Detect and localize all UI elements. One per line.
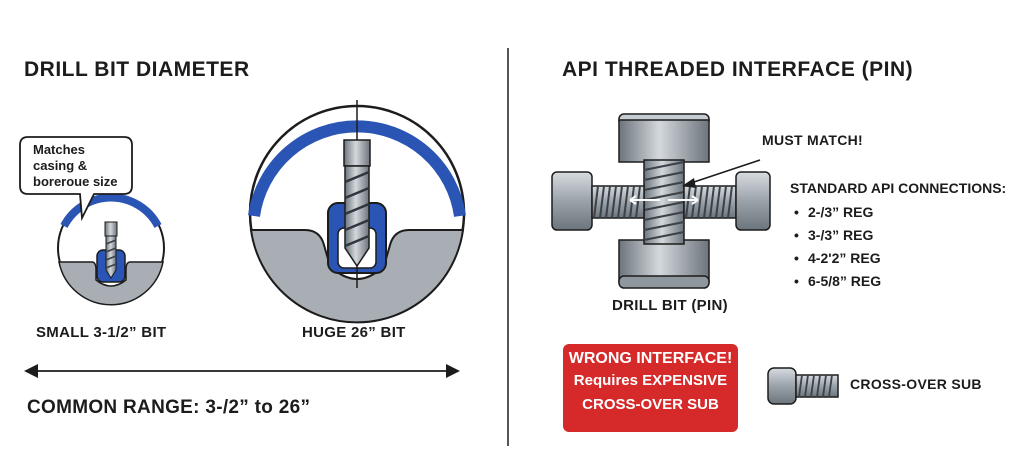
list-item: •2-/3” REG [794,204,874,220]
warning-box: WRONG INTERFACE! Requires EXPENSIVE CROS… [563,344,738,432]
warning-line: Requires EXPENSIVE [573,372,728,389]
callout-line: Matches [33,142,86,157]
callout-line: boreroue size [33,174,118,189]
warning-title: WRONG INTERFACE! [568,350,733,367]
small-bit-label: SMALL 3-1/2” BIT [36,324,167,341]
double-arrow-icon [24,364,460,378]
list-item: •6-5/8” REG [794,273,882,289]
api-connections-title: STANDARD API CONNECTIONS: [790,180,1007,196]
pointer-arrow [682,159,761,188]
right-panel-title: API THREADED INTERFACE (PIN) [562,58,914,81]
range-label: COMMON RANGE: 3-/2” to 26” [27,397,311,418]
drill-bit-icon [104,221,118,279]
callout-line: casing & [33,158,88,173]
left-panel-title: DRILL BIT DIAMETER [24,58,250,81]
huge-bit-label: HUGE 26” BIT [302,324,406,341]
api-connections-list: STANDARD API CONNECTIONS: •2-/3” REG •3-… [790,180,1006,296]
huge-bit-circle [248,100,466,324]
crossover-sub-label: CROSS-OVER SUB [850,376,982,392]
must-match-label: MUST MATCH! [762,132,864,148]
list-item: •3-/3” REG [794,227,874,243]
small-bit-circle [57,193,165,306]
panel-divider [507,48,509,446]
drill-bit-pin-label: DRILL BIT (PIN) [612,297,728,314]
warning-line: CROSS-OVER SUB [582,396,719,413]
list-item: •4-2'2” REG [794,250,881,266]
drill-bit-icon [343,139,371,268]
callout-bubble [19,136,133,222]
coupling-icon [551,113,771,289]
crossover-sub-icon [767,367,839,405]
callout-text: Matches casing & boreroue size [33,142,118,190]
